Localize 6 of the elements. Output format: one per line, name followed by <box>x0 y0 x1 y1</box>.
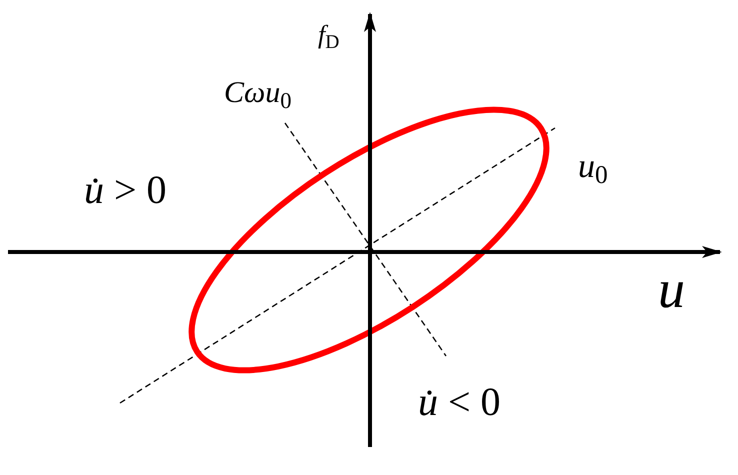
math-label: u <box>658 262 685 316</box>
math-label: u̇ < 0 <box>418 382 501 422</box>
math-label: f$_{D}$ <box>318 22 340 48</box>
math-label: u$_{0}$ <box>578 150 608 184</box>
math-label: Cωu$_{0}$ <box>224 78 292 108</box>
math-label: u̇ > 0 <box>84 170 167 210</box>
